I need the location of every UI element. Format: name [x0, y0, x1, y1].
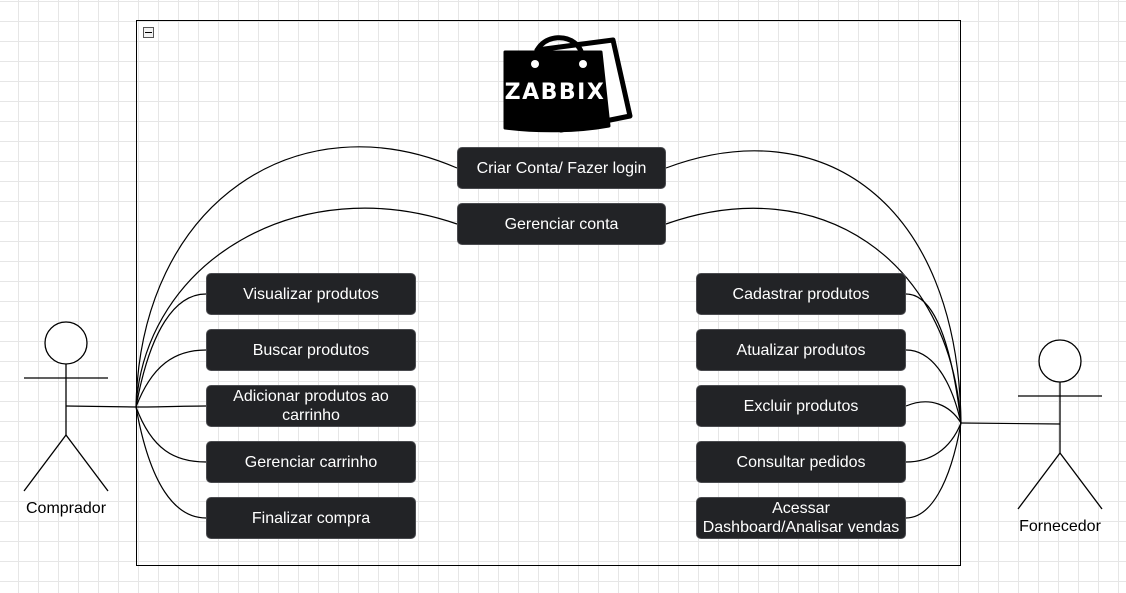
bag-eyelet-left — [531, 60, 539, 68]
assoc-buyer-visualizar — [135, 293, 207, 408]
actor-buyer-leg-left — [23, 434, 67, 492]
assoc-supplier-atualizar — [905, 349, 962, 424]
actor-supplier-leg-left — [1017, 452, 1061, 510]
assoc-supplier-hub — [960, 422, 1061, 425]
assoc-buyer-hub — [65, 405, 137, 408]
usecase-buscar-produtos[interactable]: Buscar produtos — [206, 329, 416, 371]
usecase-cadastrar-produtos[interactable]: Cadastrar produtos — [696, 273, 906, 315]
usecase-atualizar-produtos[interactable]: Atualizar produtos — [696, 329, 906, 371]
collapse-button[interactable] — [143, 27, 154, 38]
assoc-supplier-consultar — [905, 422, 962, 463]
assoc-buyer-adicionar — [135, 405, 207, 408]
system-boundary[interactable] — [136, 20, 961, 566]
assoc-buyer-criar-conta — [135, 146, 458, 408]
usecase-criar-conta[interactable]: Criar Conta/ Fazer login — [457, 147, 666, 189]
logo-text: ZABBIX — [505, 80, 606, 105]
bag-eyelet-right — [579, 60, 587, 68]
assoc-buyer-gerenciar-conta — [135, 207, 458, 408]
usecase-acessar-dashboard[interactable]: Acessar Dashboard/Analisar vendas — [696, 497, 906, 539]
assoc-supplier-dashboard — [905, 422, 962, 519]
actor-buyer-head — [44, 321, 88, 365]
assoc-buyer-finalizar — [135, 406, 207, 519]
assoc-buyer-buscar — [135, 349, 207, 408]
actor-supplier-figure[interactable] — [1017, 339, 1103, 510]
assoc-supplier-excluir — [905, 401, 962, 424]
usecase-adicionar-carrinho[interactable]: Adicionar produtos ao carrinho — [206, 385, 416, 427]
actor-supplier-label: Fornecedor — [1019, 518, 1101, 535]
usecase-excluir-produtos[interactable]: Excluir produtos — [696, 385, 906, 427]
actor-supplier-head — [1038, 339, 1082, 383]
actor-supplier-leg-right — [1059, 452, 1103, 510]
assoc-buyer-gerenciar-carrinho — [135, 406, 207, 463]
actor-buyer-leg-right — [65, 434, 109, 492]
assoc-supplier-cadastrar — [905, 293, 962, 424]
usecase-gerenciar-conta[interactable]: Gerenciar conta — [457, 203, 666, 245]
actor-buyer-figure[interactable] — [23, 321, 109, 492]
bag-front — [503, 50, 611, 133]
usecase-visualizar-produtos[interactable]: Visualizar produtos — [206, 273, 416, 315]
usecase-finalizar-compra[interactable]: Finalizar compra — [206, 497, 416, 539]
usecase-gerenciar-carrinho[interactable]: Gerenciar carrinho — [206, 441, 416, 483]
zabbix-bag-logo: ZABBIX — [503, 35, 633, 133]
assoc-supplier-criar-conta — [665, 150, 962, 424]
actor-buyer-label: Comprador — [25, 500, 107, 517]
usecase-consultar-pedidos[interactable]: Consultar pedidos — [696, 441, 906, 483]
